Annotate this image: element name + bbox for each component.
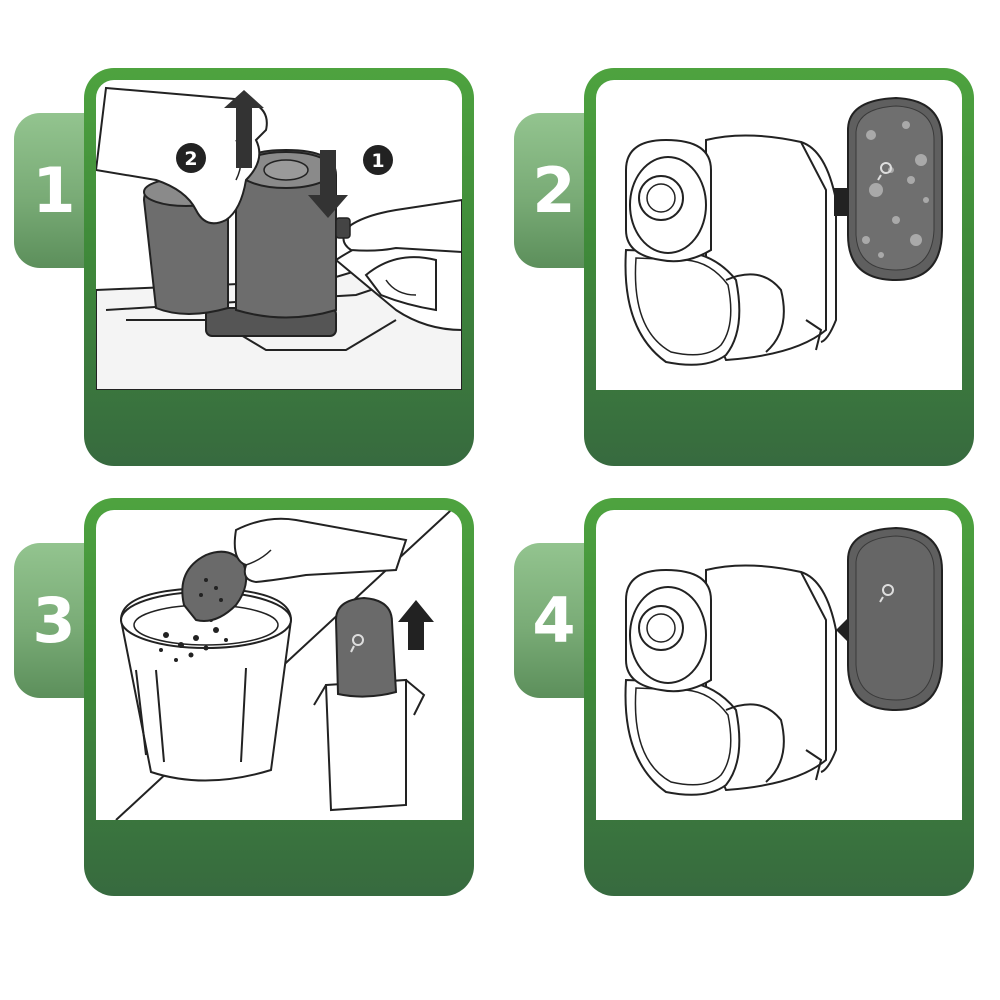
- step-4-illustration: [596, 510, 962, 820]
- step-3-drawing: [115, 510, 453, 820]
- step-1-drawing: 2 1: [96, 86, 462, 390]
- step-4-tab: [514, 543, 594, 698]
- step-1: 1: [0, 0, 474, 466]
- step-1-illustration: 2 1: [96, 80, 462, 390]
- step-2-illustration: [596, 80, 962, 390]
- step-3-card: [84, 498, 474, 896]
- step-2: 2: [500, 0, 974, 466]
- step-1-tab: [14, 113, 94, 268]
- step-3-number: 3: [32, 584, 76, 657]
- step-2-drawing: [624, 96, 943, 366]
- step-1-label-1: 1: [371, 150, 384, 172]
- step-1-circle-2: [176, 143, 206, 173]
- step-1-number: 1: [32, 154, 76, 227]
- step-1-label-2: 2: [184, 148, 197, 170]
- step-2-tab: [514, 113, 594, 268]
- step-4-number: 4: [532, 584, 576, 657]
- step-4-drawing: [624, 526, 943, 796]
- step-1-card: 2 1: [84, 68, 474, 466]
- step-4: 4: [500, 430, 974, 896]
- step-2-card: [584, 68, 974, 466]
- step-4-card: [584, 498, 974, 896]
- step-3-tab: [14, 543, 94, 698]
- step-3: 3: [0, 430, 474, 896]
- step-1-circle-1: [363, 145, 393, 175]
- step-2-number: 2: [532, 154, 576, 227]
- step-3-illustration: [96, 510, 462, 820]
